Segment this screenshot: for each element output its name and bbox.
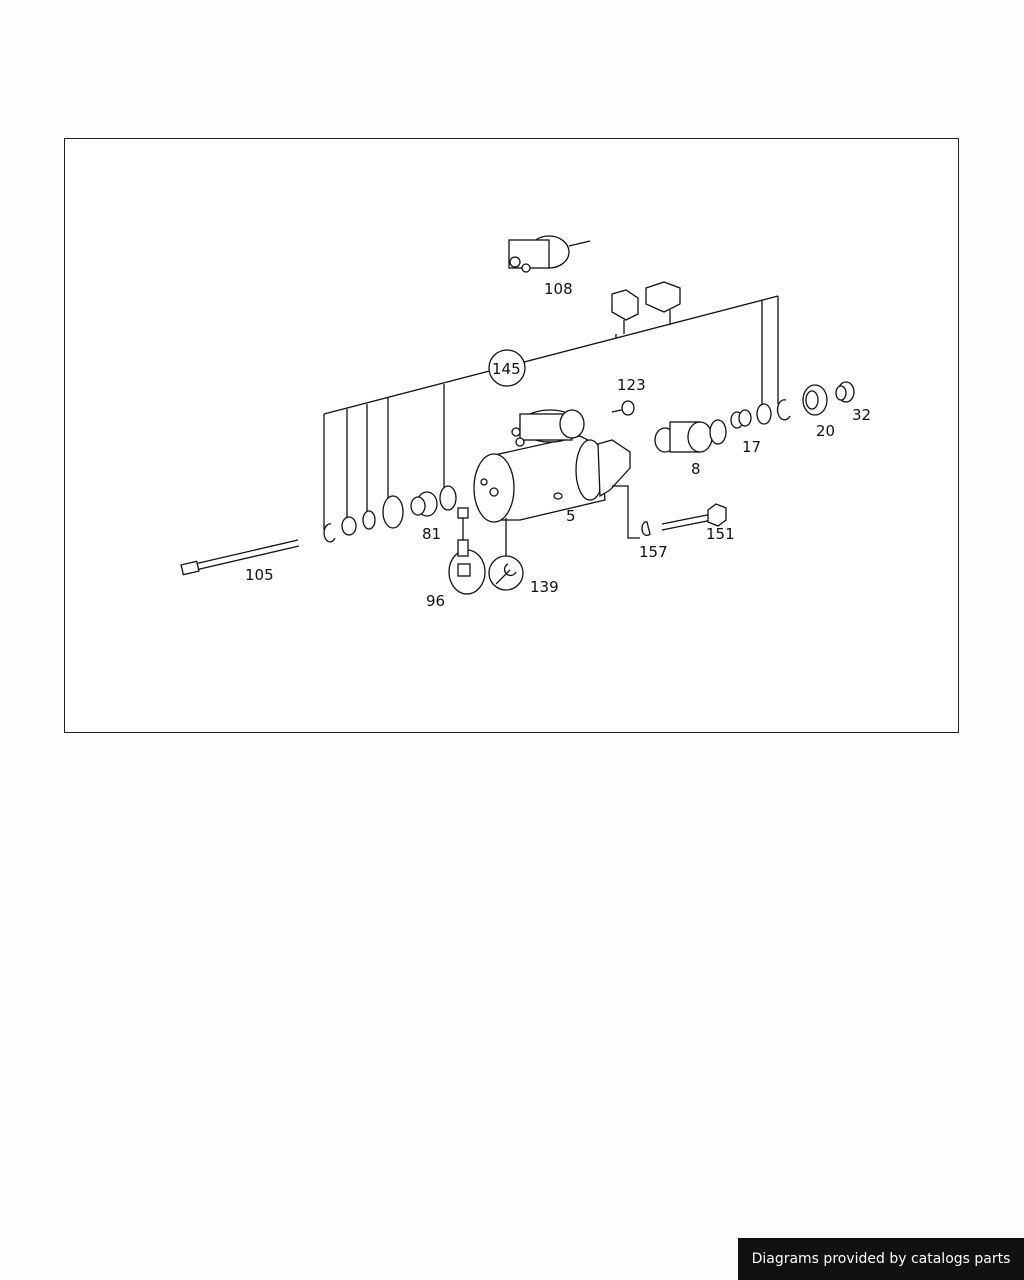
part-105-through-bolt[interactable] xyxy=(180,539,300,576)
callout-151[interactable]: 151 xyxy=(706,525,735,543)
callout-96[interactable]: 96 xyxy=(426,592,445,610)
callout-145[interactable]: 145 xyxy=(492,360,521,378)
part-brush-clips xyxy=(611,281,681,334)
callout-5[interactable]: 5 xyxy=(566,507,576,525)
callout-81[interactable]: 81 xyxy=(422,525,441,543)
callout-108[interactable]: 108 xyxy=(544,280,573,298)
diagram-frame xyxy=(64,138,959,733)
leader-157 xyxy=(612,485,640,539)
part-8-drive-pinion[interactable] xyxy=(654,419,727,453)
part-17-bush[interactable] xyxy=(730,409,752,429)
ring-washer xyxy=(756,403,772,425)
part-123-screw[interactable] xyxy=(611,400,635,416)
circlip xyxy=(776,399,791,421)
part-20-bearing[interactable] xyxy=(802,384,828,416)
callout-123[interactable]: 123 xyxy=(617,376,646,394)
part-157-washer[interactable] xyxy=(641,521,651,537)
callout-32[interactable]: 32 xyxy=(852,406,871,424)
callout-20[interactable]: 20 xyxy=(816,422,835,440)
callout-157[interactable]: 157 xyxy=(639,543,668,561)
kit-145-washers xyxy=(323,485,457,543)
wrench-icon[interactable] xyxy=(488,555,524,591)
kit-145-leaders xyxy=(323,295,779,530)
callout-145-circle[interactable] xyxy=(488,349,526,387)
callout-139[interactable]: 139 xyxy=(530,578,559,596)
part-151-bolt[interactable] xyxy=(661,503,727,531)
part-96-brush-holder[interactable] xyxy=(448,507,486,595)
footer-credit: Diagrams provided by catalogs parts xyxy=(738,1238,1024,1280)
callout-105[interactable]: 105 xyxy=(245,566,274,584)
callout-17[interactable]: 17 xyxy=(742,438,761,456)
callout-8[interactable]: 8 xyxy=(691,460,701,478)
part-81-bush[interactable] xyxy=(410,491,438,517)
part-108-solenoid[interactable] xyxy=(508,235,591,273)
part-32-bush[interactable] xyxy=(835,381,855,403)
part-5-starter-motor[interactable] xyxy=(473,409,631,523)
